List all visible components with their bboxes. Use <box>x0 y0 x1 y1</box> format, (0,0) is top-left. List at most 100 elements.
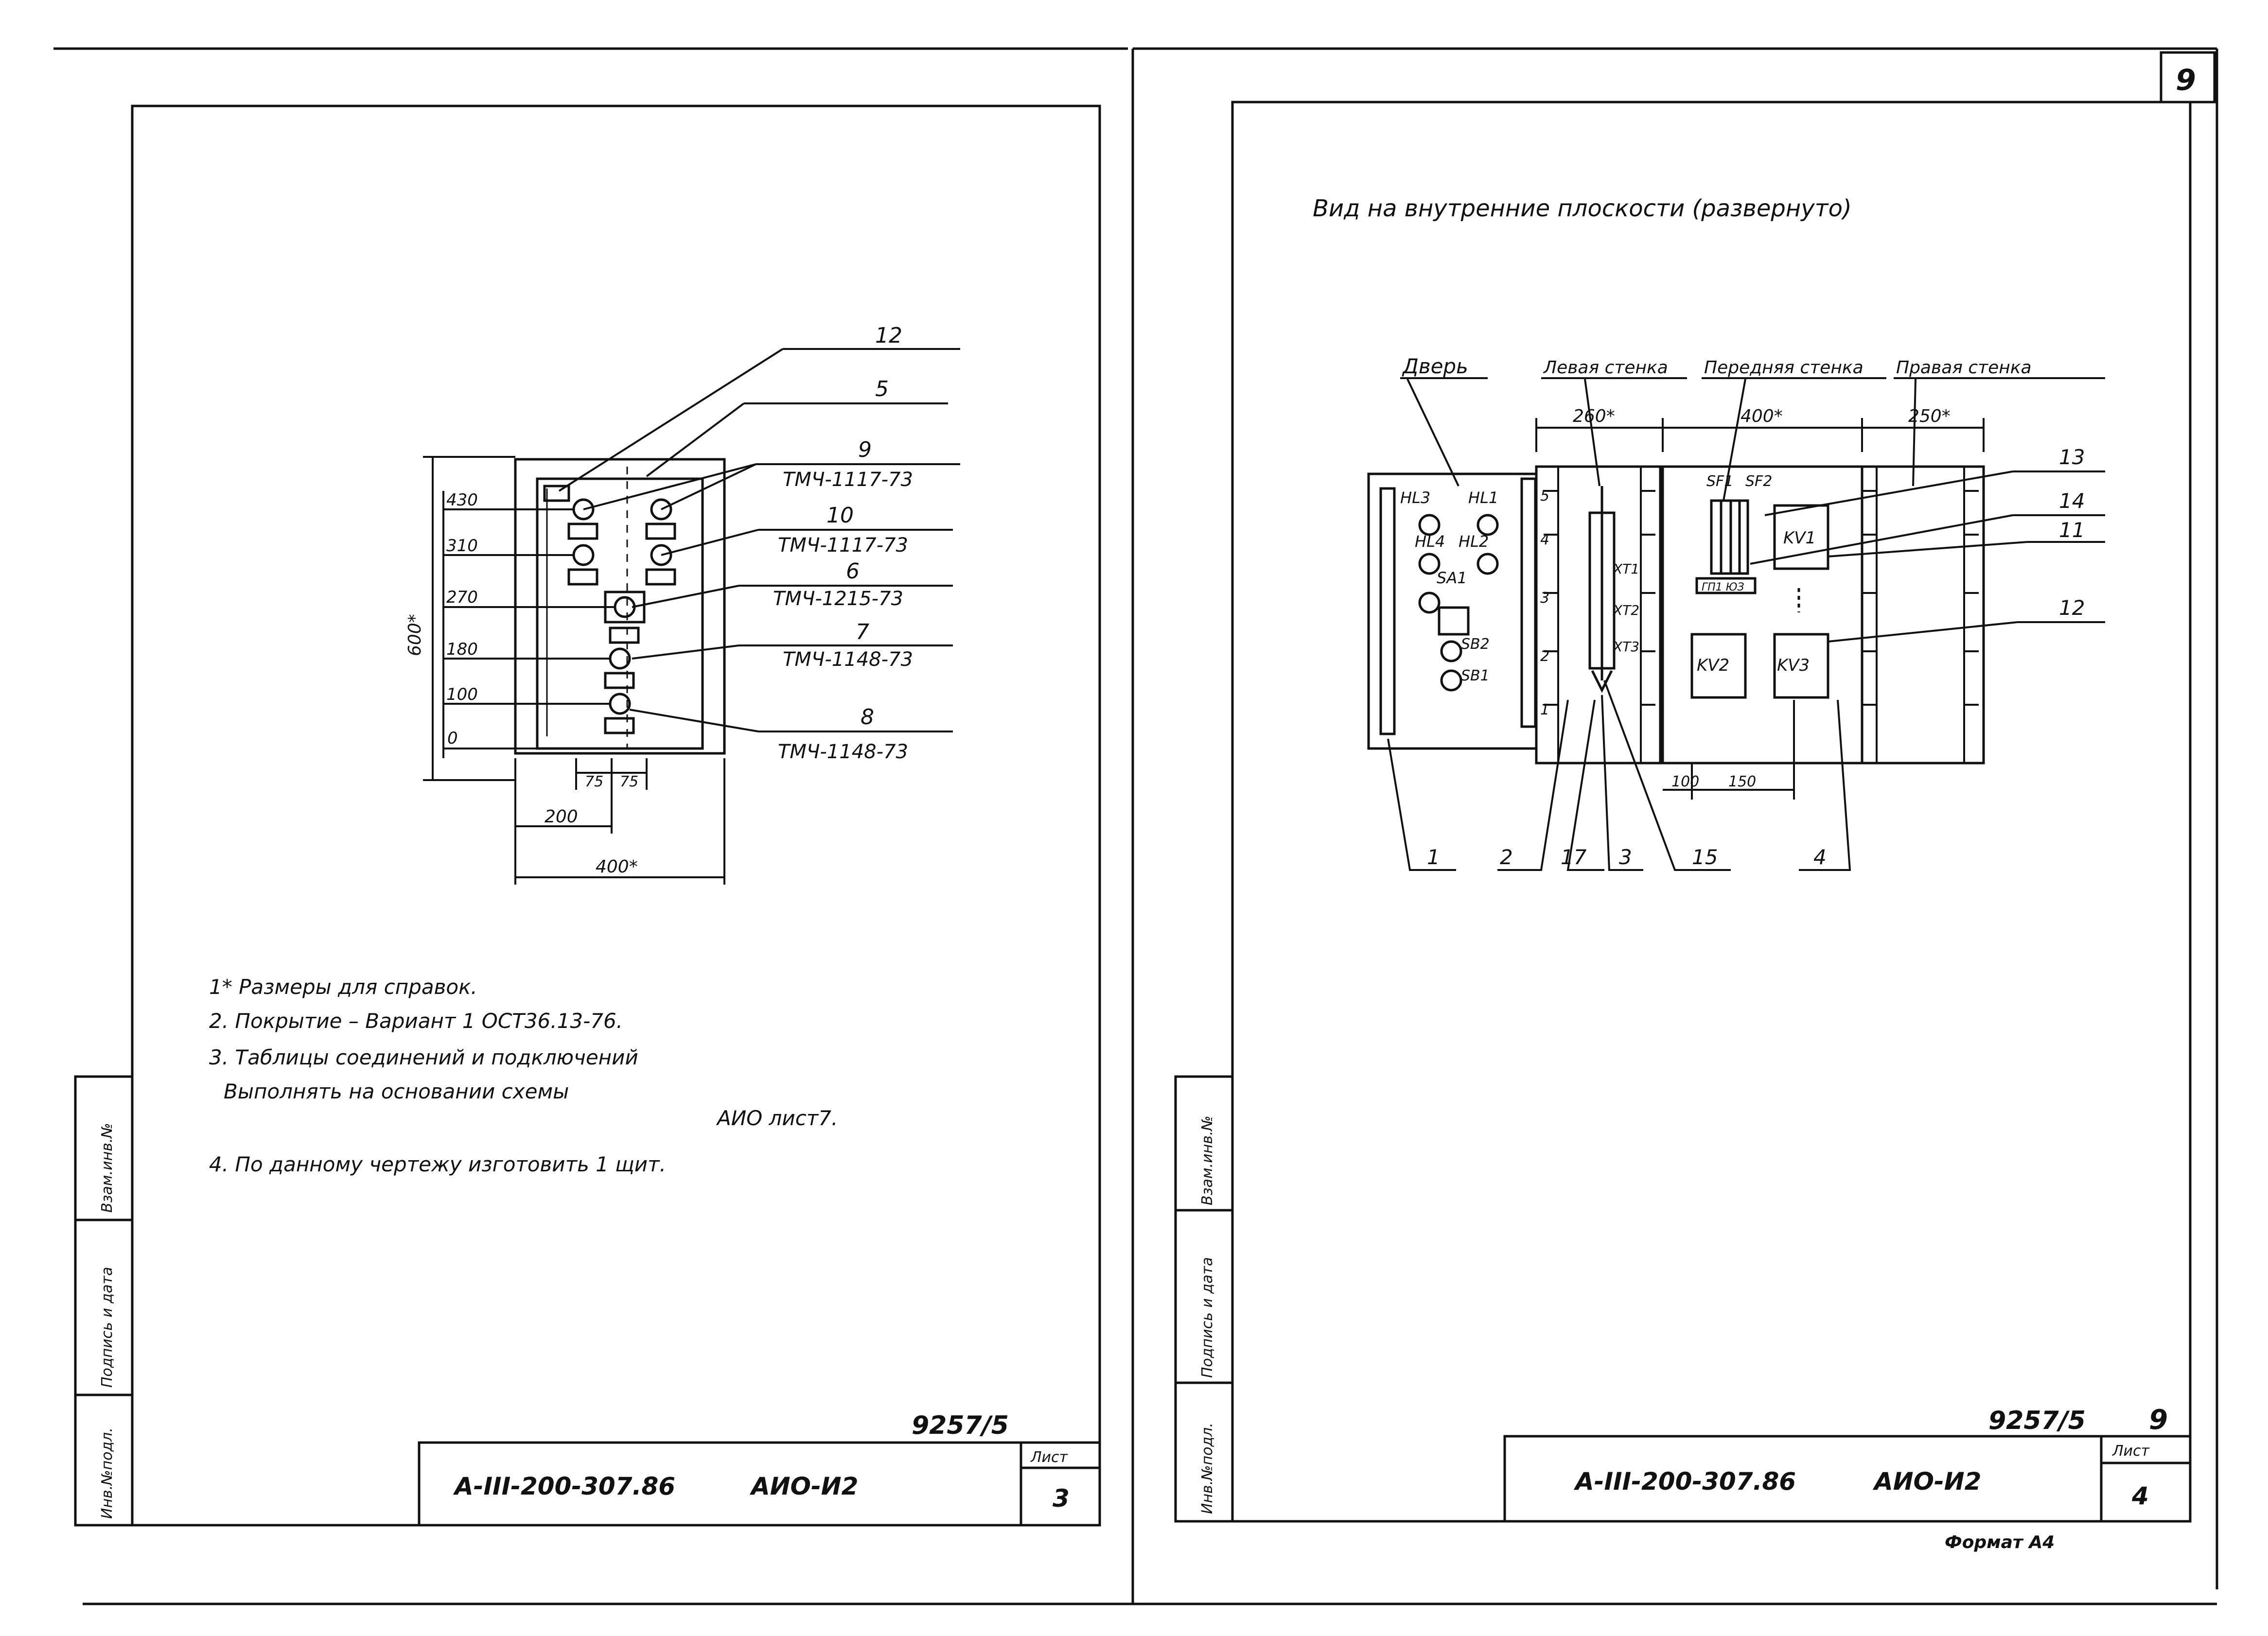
section-front-wall: Передняя стенка <box>1704 358 1864 378</box>
left-side-label-2: Подпись и дата <box>99 1267 116 1388</box>
left-title-code: А-III-200-307.86 <box>453 1472 675 1500</box>
door-hl4: HL4 <box>1415 532 1445 551</box>
height-100: 100 <box>446 685 478 704</box>
label-sf1: SF1 <box>1706 473 1733 490</box>
callout-6-spec: ТМЧ-1215-73 <box>773 588 903 610</box>
right-view-title: Вид на внутренние плоскости (развернуто) <box>1313 195 1852 222</box>
dim-100: 100 <box>1671 773 1699 790</box>
callout-10: 10 <box>826 503 854 528</box>
callout-7: 7 <box>856 620 869 644</box>
note-2: 2. Покрытие – Вариант 1 ОСТ36.13-76. <box>209 1009 623 1033</box>
label-xt2: XT2 <box>1612 602 1639 618</box>
right-side-label-1: Инв.№подл. <box>1199 1423 1216 1514</box>
door-panel <box>1367 472 1538 750</box>
right-sheet-page: 9 <box>2149 1404 2168 1436</box>
top-dimension-lines <box>1535 418 1985 452</box>
label-kv3: KV3 <box>1777 656 1810 675</box>
right-callout-13: 13 <box>2059 445 2085 469</box>
callout-12: 12 <box>875 323 902 348</box>
dim-600: 600* <box>405 614 425 656</box>
right-list-value: 4 <box>2131 1482 2149 1510</box>
corner-page-number: 9 <box>2176 63 2196 97</box>
panel-leaders <box>558 348 960 732</box>
height-0: 0 <box>447 729 458 748</box>
ruler-mark-1: 1 <box>1540 701 1549 718</box>
callout-9-spec: ТМЧ-1117-73 <box>783 469 913 491</box>
bottom-dimension-lines <box>1663 700 1795 800</box>
rail-label: ГП1 ЮЗ <box>1702 581 1744 593</box>
left-sheet-number: 9257/5 <box>912 1411 1009 1440</box>
right-sheet-number: 9257/5 <box>1988 1406 2086 1435</box>
panel-front-view <box>514 458 726 755</box>
dim-400: 400* <box>596 857 638 877</box>
door-hl1: HL1 <box>1468 488 1498 507</box>
frame-lines <box>53 47 2218 1605</box>
right-title-name: АИО-И2 <box>1872 1467 1981 1496</box>
section-door: Дверь <box>1402 354 1468 378</box>
right-callout-11: 11 <box>2059 518 2085 542</box>
note-4: 4. По данному чертежу изготовить 1 щит. <box>209 1152 666 1176</box>
right-callout-leaders <box>1387 379 2105 871</box>
note-3-cont: Выполнять на основании схемы <box>224 1079 569 1103</box>
height-180: 180 <box>446 640 478 659</box>
left-list-value: 3 <box>1053 1484 1070 1513</box>
callout-8-spec: ТМЧ-1148-73 <box>778 741 908 763</box>
label-kv1: KV1 <box>1783 528 1816 548</box>
format-label: Формат А4 <box>1945 1532 2055 1552</box>
dim-260: 260* <box>1573 406 1615 426</box>
label-xt1: XT1 <box>1612 561 1639 577</box>
note-3: 3. Таблицы соединений и подключений <box>209 1045 638 1069</box>
ruler-mark-5: 5 <box>1540 487 1549 505</box>
left-side-label-3: Взам.инв.№ <box>99 1123 116 1213</box>
right-side-label-3: Взам.инв.№ <box>1199 1115 1216 1205</box>
panel-dimensions <box>423 456 725 885</box>
door-sb1: SB1 <box>1461 667 1490 684</box>
height-430: 430 <box>446 490 478 510</box>
note-3-ref: АИО лист7. <box>716 1106 838 1130</box>
bottom-callout-4: 4 <box>1813 845 1827 869</box>
right-side-label-2: Подпись и дата <box>1199 1257 1216 1378</box>
dim-400-right: 400* <box>1741 406 1783 426</box>
ruler-mark-2: 2 <box>1540 648 1549 665</box>
door-sb2: SB2 <box>1461 636 1490 653</box>
ruler-mark-4: 4 <box>1540 531 1549 548</box>
height-310: 310 <box>446 536 478 556</box>
bottom-callout-1: 1 <box>1427 845 1440 869</box>
door-hl2: HL2 <box>1459 532 1489 551</box>
right-title-code: А-III-200-307.86 <box>1573 1467 1796 1496</box>
section-left-wall: Левая стенка <box>1543 358 1668 378</box>
ruler-mark-3: 3 <box>1540 590 1549 607</box>
door-hl3: HL3 <box>1400 488 1430 507</box>
left-title-name: АИО-И2 <box>749 1472 858 1500</box>
dim-200: 200 <box>545 807 578 827</box>
rulers <box>1544 467 1979 763</box>
note-1: 1* Размеры для справок. <box>209 975 477 999</box>
left-side-label-1: Инв.№подл. <box>99 1427 116 1519</box>
callout-9: 9 <box>858 437 872 462</box>
right-callout-14: 14 <box>2059 489 2085 513</box>
bottom-callout-17: 17 <box>1561 845 1587 869</box>
terminal-block <box>1588 486 1616 693</box>
left-list-label: Лист <box>1030 1449 1069 1466</box>
walls <box>1520 465 1985 765</box>
label-xt3: XT3 <box>1612 639 1639 655</box>
bottom-callout-15: 15 <box>1692 845 1718 869</box>
right-callout-12: 12 <box>2059 596 2085 620</box>
callout-8: 8 <box>861 705 874 730</box>
bottom-callout-2: 2 <box>1500 845 1513 869</box>
section-right-wall: Правая стенка <box>1896 358 2032 378</box>
right-list-label: Лист <box>2112 1443 2150 1460</box>
door-sa1: SA1 <box>1437 569 1467 587</box>
callout-5: 5 <box>875 377 889 401</box>
label-sf2: SF2 <box>1745 473 1772 490</box>
callout-6: 6 <box>846 559 860 584</box>
dim-75-a: 75 <box>585 773 603 790</box>
front-wall-components <box>1690 499 1829 699</box>
label-kv2: KV2 <box>1697 656 1729 675</box>
callout-7-spec: ТМЧ-1148-73 <box>783 648 913 671</box>
panel-devices <box>567 498 676 734</box>
dim-75-b: 75 <box>620 773 638 790</box>
height-270: 270 <box>446 588 478 607</box>
